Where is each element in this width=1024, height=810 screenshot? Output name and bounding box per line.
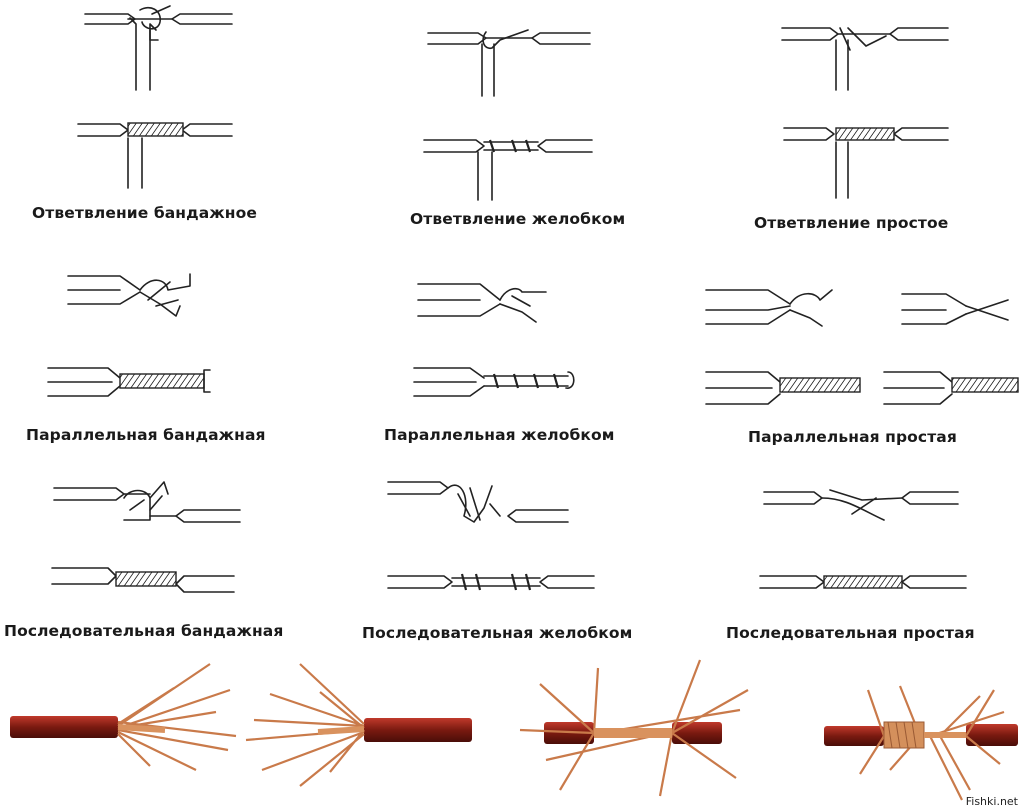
cable-photo-3 xyxy=(519,659,749,797)
serial-simple-top-drawing xyxy=(763,489,959,521)
serial-simple-bottom-drawing xyxy=(759,575,967,589)
serial-bandage-bottom-drawing xyxy=(51,567,235,593)
caption-parallel-simple: Параллельная простая xyxy=(748,428,957,446)
parallel-groove-bottom-drawing xyxy=(413,367,575,397)
parallel-bandage-bottom-drawing xyxy=(47,367,211,397)
cable-photo-4 xyxy=(824,685,1018,801)
branch-groove-top-drawing xyxy=(427,29,591,97)
caption-branch-groove: Ответвление желобком xyxy=(410,210,626,228)
cable-photo-2 xyxy=(245,663,472,787)
parallel-simple-bottom-left-drawing xyxy=(705,371,861,405)
parallel-simple-top-left-drawing xyxy=(705,289,833,327)
branch-simple-top-drawing xyxy=(781,27,949,91)
caption-serial-groove: Последовательная желобком xyxy=(362,624,633,642)
parallel-simple-top-right-drawing xyxy=(901,293,1009,325)
caption-serial-simple: Последовательная простая xyxy=(726,624,975,642)
branch-simple-bottom-drawing xyxy=(783,127,949,199)
caption-serial-bandage: Последовательная бандажная xyxy=(4,622,284,640)
branch-bandage-bottom-drawing xyxy=(77,122,233,189)
parallel-bandage-top-drawing xyxy=(67,273,191,317)
serial-bandage-top-drawing xyxy=(53,481,241,523)
branch-groove-bottom-drawing xyxy=(423,139,593,201)
caption-parallel-bandage: Параллельная бандажная xyxy=(26,426,266,444)
caption-parallel-groove: Параллельная желобком xyxy=(384,426,615,444)
caption-branch-bandage: Ответвление бандажное xyxy=(32,204,257,222)
serial-groove-bottom-drawing xyxy=(387,573,595,591)
branch-bandage-top-drawing xyxy=(84,5,233,91)
serial-groove-top-drawing xyxy=(387,481,569,523)
cable-photo-1 xyxy=(10,663,237,771)
caption-branch-simple: Ответвление простое xyxy=(754,214,949,232)
parallel-simple-bottom-right-drawing xyxy=(883,371,1019,405)
watermark: Fishki.net xyxy=(965,795,1018,808)
parallel-groove-top-drawing xyxy=(417,283,547,323)
